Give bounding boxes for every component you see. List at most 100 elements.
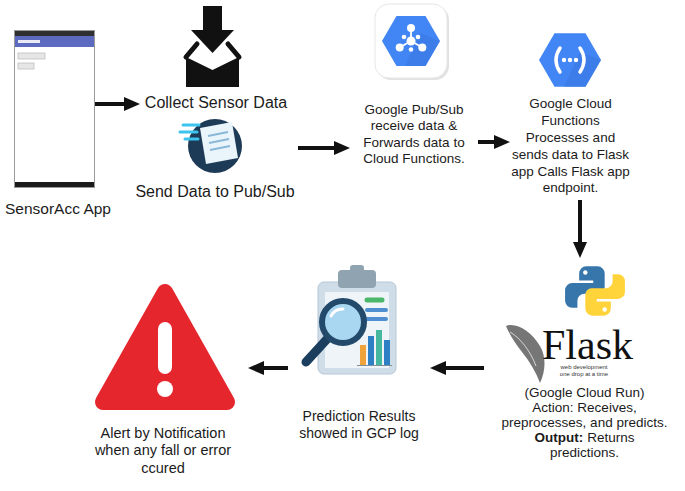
send-icon [180,119,242,173]
paper-sheet [200,122,238,164]
node-text: Google Pub/Sub receive data & Forwards d… [350,102,478,168]
logo-tagline: web development one drop at a time [556,364,612,378]
report-bar [367,317,386,321]
bracket [580,48,584,72]
service-step: Google Cloud Functions Processes and sen… [510,96,631,200]
dot [574,58,578,62]
flow-arrow [578,200,582,248]
flow-arrow [478,140,500,144]
phone-illustration [15,31,95,188]
text-block: SensorAcc App [0,200,116,219]
arrow-shaft [203,6,222,32]
phone-status-bar [15,31,94,36]
service-step: Google Pub/Sub receive data & Forwards d… [350,102,478,170]
chart-bar [368,336,374,365]
outer-dot [418,44,426,52]
flow-arrow [95,102,130,106]
flow-arrow [298,146,340,150]
report-bar [367,308,386,312]
process-step: Send Data to Pub/Sub [132,112,298,202]
icon-background [188,119,242,173]
small-dot [402,35,407,40]
flow-arrow [258,366,288,370]
phone-nav-bar [15,182,94,187]
hexagon-shade [405,33,440,66]
phone-button [18,53,45,59]
outer-dot [396,44,404,52]
speed-line [185,138,198,141]
speed-line [180,131,197,134]
dot [562,58,566,62]
node-text: Send Data to Pub/Sub [132,182,298,201]
horn-shape [506,325,545,383]
exclamation-dot [157,381,173,397]
collect-icon [186,6,239,87]
text-block: Send Data to Pub/Sub [132,182,298,201]
logo-text: Flask [542,324,642,366]
node-text: SensorAcc App [0,200,116,219]
clipboard-clip [338,270,376,288]
text-block: (Google Cloud Run)Action: Receives, prep… [500,385,669,461]
phone-button [18,63,34,69]
text-block: Google Pub/Sub receive data & Forwards d… [350,102,478,168]
pubsub-icon [375,4,449,80]
warning-icon [103,292,227,402]
text-block: Collect Sensor Data [140,93,292,112]
node-text: (Google Cloud Run) [500,385,669,400]
magnifier-glass [322,301,364,343]
clipboard-board [318,282,396,374]
warning-triangle [103,292,227,402]
glass-shine [331,309,343,316]
report-icon [306,265,396,374]
outer-dot [407,24,415,32]
python-logo [565,266,625,315]
node-text: Prediction Results showed in GCP log [288,408,430,442]
dot [568,58,572,62]
output-step: Prediction Results showed in GCP log [288,265,430,457]
process-step: Collect Sensor Data [140,93,292,115]
exclamation-bar [158,322,172,374]
node-text: Collect Sensor Data [140,93,292,112]
paper-line [210,146,230,150]
phone-title-line [18,40,40,43]
node-text: Action: Receives, preprocesses, and pred… [500,400,669,430]
python-blue [565,266,605,307]
text-block: Prediction Results showed in GCP log [288,408,430,442]
text-block: Alert by Notification when any fall or e… [86,425,241,477]
phone-screen [15,31,95,188]
arrow-head [191,30,234,53]
python-eye [602,307,606,311]
horn-highlight [510,332,536,366]
hub-dot [407,37,416,46]
paper-line [209,139,229,143]
hexagon [539,33,601,87]
node-text: Output: [534,430,583,445]
chart-bar [384,340,390,365]
box-flap [186,44,197,57]
icon-tile [375,4,447,78]
box-flap [228,44,239,57]
paper-line [208,132,228,136]
hexagon [382,16,440,66]
small-dot [416,35,421,40]
node-text: Alert by Notification when any fall or e… [86,425,241,477]
box-body [186,57,239,87]
flow-arrow [440,366,484,370]
app-node: SensorAcc App [14,30,95,188]
magnifier-handle [306,338,328,362]
cloud-functions-icon [539,33,601,87]
bracket [556,48,560,72]
alert-step: Alert by Notification when any fall or e… [78,282,248,477]
flask-horn [506,325,545,383]
node-text: Google Cloud Functions Processes and sen… [510,96,631,197]
text-block: Google Cloud Functions Processes and sen… [510,96,631,197]
chart-baseline [357,365,392,366]
small-dot [409,47,414,52]
phone-app-bar [15,36,94,47]
python-eye [583,270,587,274]
speed-line [183,124,199,127]
python-yellow [585,274,625,315]
chart-bar [360,345,366,365]
report-bar [367,298,382,303]
